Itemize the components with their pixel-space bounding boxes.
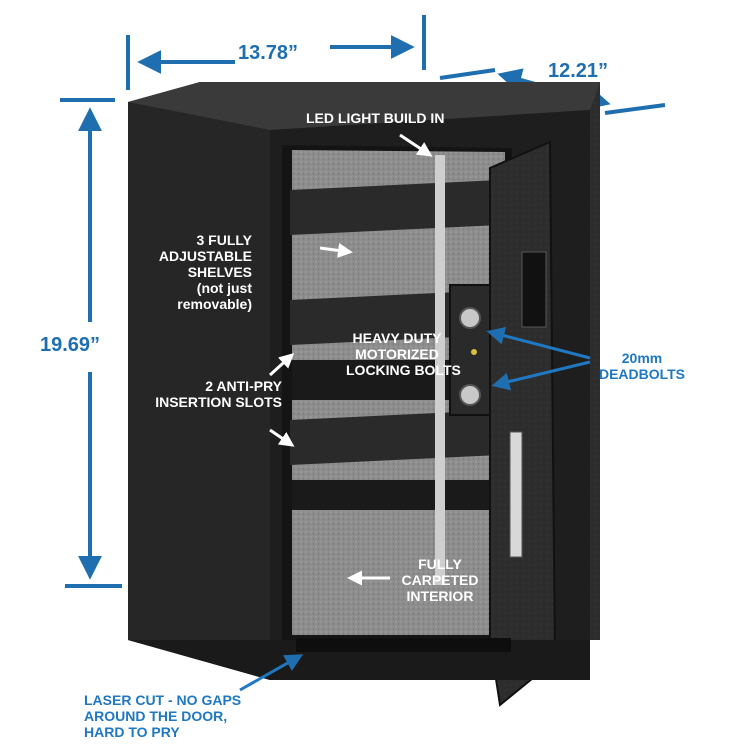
laser-cut-callout: LASER CUT - NO GAPS AROUND THE DOOR, HAR… (84, 692, 242, 741)
height-dimension-label: 19.69” (40, 334, 101, 356)
led-light-callout: LED LIGHT BUILD IN (306, 110, 445, 126)
deadbolts-callout: 20mm DEADBOLTS (598, 350, 686, 383)
callout-arrows (239, 133, 591, 692)
locking-bolts-callout: HEAVY DUTY MOTORIZED LOCKING BOLTS (346, 330, 461, 379)
width-dimension-label: 13.78” (238, 42, 299, 64)
depth-dimension-label: 12.21” (548, 60, 609, 82)
shelves-callout: 3 FULLY ADJUSTABLE SHELVES (not just rem… (158, 232, 252, 313)
safe-body (128, 82, 600, 707)
carpeted-interior-callout: FULLY CARPETED INTERIOR (401, 556, 479, 605)
anti-pry-callout: 2 ANTI-PRY INSERTION SLOTS (155, 378, 282, 411)
